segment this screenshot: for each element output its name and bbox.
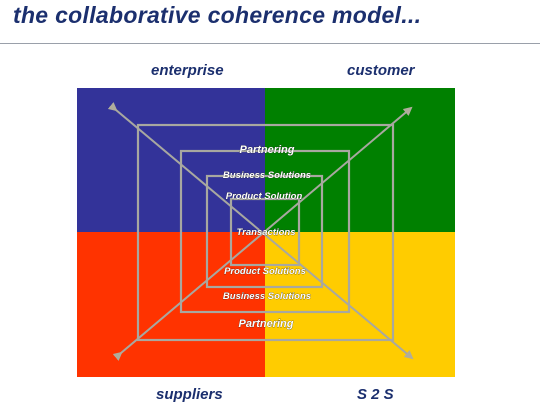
- title-divider: [0, 43, 540, 44]
- layer-label-partnering-bottom: Partnering: [238, 318, 293, 330]
- quadrant-suppliers: [77, 232, 265, 377]
- layer-label-business-solutions-bottom: Business Solutions: [223, 291, 311, 302]
- quadrant-s2s: [265, 232, 455, 377]
- diagonal-arrow-suppliers-customer: [112, 106, 413, 361]
- layer-label-product-solutions-bottom: Product Solutions: [224, 266, 306, 277]
- label-suppliers: suppliers: [156, 386, 223, 403]
- layer-label-business-solutions-top: Business Solutions: [223, 170, 311, 181]
- label-s2s: S 2 S: [357, 386, 394, 403]
- layer-label-product-solution-top: Product Solution: [226, 191, 303, 202]
- quadrant-customer: [265, 88, 455, 232]
- layer-label-partnering-top: Partnering: [239, 144, 294, 156]
- slide-title: the collaborative coherence model...: [13, 2, 422, 28]
- label-enterprise: enterprise: [151, 62, 224, 79]
- layer-label-transactions: Transactions: [237, 227, 296, 238]
- label-customer: customer: [347, 62, 415, 79]
